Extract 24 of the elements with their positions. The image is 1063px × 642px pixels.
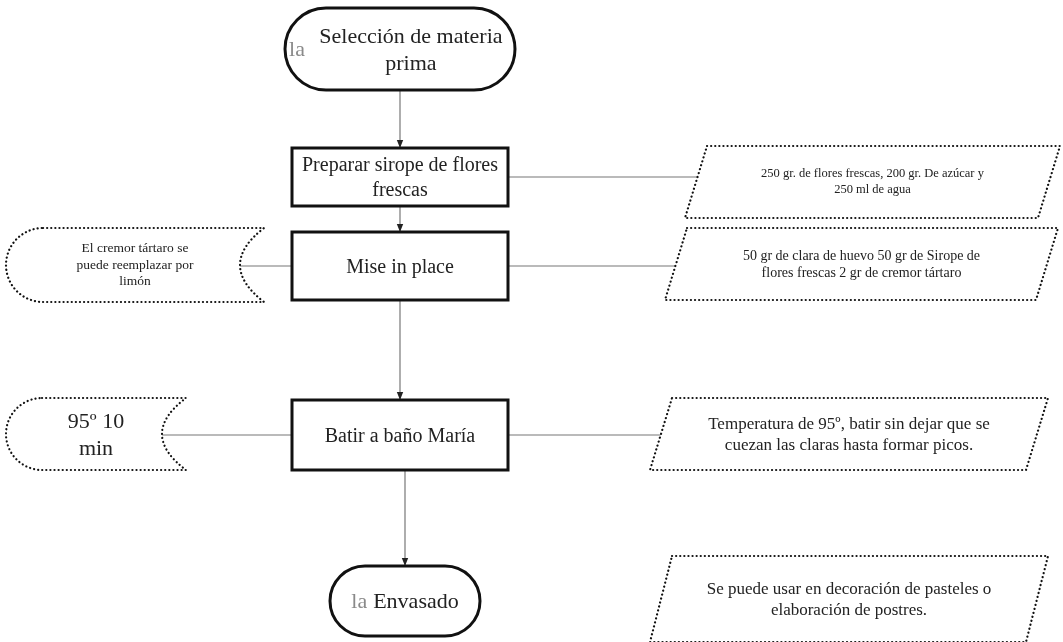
node-text: Se puede usar en decoración de pasteles o elaboración de postres. <box>705 577 993 621</box>
node-text: Preparar sirope de flores frescas <box>301 152 499 202</box>
node-text: Temperatura de 95º, batir sin dejar que se cuezan las claras hasta formar picos. <box>707 412 991 456</box>
node-text: Batir a baño María <box>324 422 476 448</box>
node-text: El cremor tártaro se puede reemplazar por limón <box>75 239 195 291</box>
process-box <box>292 148 508 206</box>
node-text: 50 gr de clara de huevo 50 gr de Sirope de flores frescas 2 gr de cremor tártaro <box>741 246 982 282</box>
node-text: 95º 10 min <box>66 406 126 462</box>
node-text: 250 gr. de flores frescas, 200 gr. De azúcar y 250 ml de agua <box>760 166 985 198</box>
terminal-shape <box>330 566 480 636</box>
node-text: Envasado <box>373 587 459 615</box>
process-box <box>292 232 508 300</box>
data-parallelogram <box>685 146 1060 218</box>
terminal-shape <box>285 8 515 90</box>
faded-text: la <box>289 35 305 63</box>
node-text: Mise in place <box>346 253 454 279</box>
display-shape <box>6 228 264 302</box>
data-parallelogram <box>650 398 1048 470</box>
process-box <box>292 400 508 470</box>
node-text: Selección de materia prima <box>318 21 504 77</box>
display-shape <box>6 398 186 470</box>
data-parallelogram <box>665 228 1058 300</box>
faded-text: la <box>351 587 368 615</box>
data-parallelogram <box>650 556 1048 642</box>
